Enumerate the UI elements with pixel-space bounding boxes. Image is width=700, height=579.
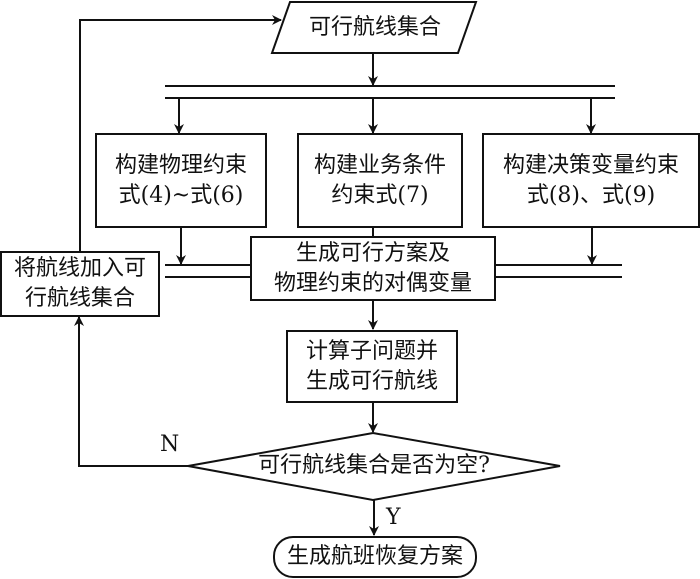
decision-variable-constraints-box: 构建决策变量约束 式(8)、式(9) (482, 133, 700, 228)
edge-addroute-input (79, 15, 282, 251)
add-route-text: 将航线加入可 行航线集合 (13, 256, 146, 311)
subproblem-box: 计算子问题并 生成可行航线 (286, 330, 458, 403)
business-constraints-box: 构建业务条件 约束式(7) (297, 133, 463, 228)
decision-variable-constraints-text: 构建决策变量约束 式(8)、式(9) (502, 152, 679, 208)
input-parallelogram (270, 1, 478, 54)
edge-label-no: N (160, 432, 180, 457)
generate-solution-box: 生成可行方案及 物理约束的对偶变量 (250, 236, 496, 301)
edge-label-yes: Y (386, 505, 401, 530)
output-terminal: 生成航班恢复方案 (273, 536, 477, 578)
generate-solution-text: 生成可行方案及 物理约束的对偶变量 (273, 240, 472, 296)
output-terminal-text: 生成航班恢复方案 (286, 544, 463, 569)
physical-constraints-text: 构建物理约束 式(4)~式(6) (114, 152, 247, 208)
input-node: 可行航线集合 (280, 4, 470, 52)
business-constraints-text: 构建业务条件 约束式(7) (313, 152, 446, 208)
edge-check-addroute (74, 316, 188, 467)
check-node: 可行航线集合是否为空? (200, 448, 548, 484)
input-node-text: 可行航线集合 (308, 15, 441, 40)
subproblem-text: 计算子问题并 生成可行航线 (305, 338, 438, 394)
add-route-box: 将航线加入可 行航线集合 (0, 251, 160, 317)
physical-constraints-box: 构建物理约束 式(4)~式(6) (95, 133, 267, 228)
check-text: 可行航线集合是否为空? (258, 453, 490, 478)
